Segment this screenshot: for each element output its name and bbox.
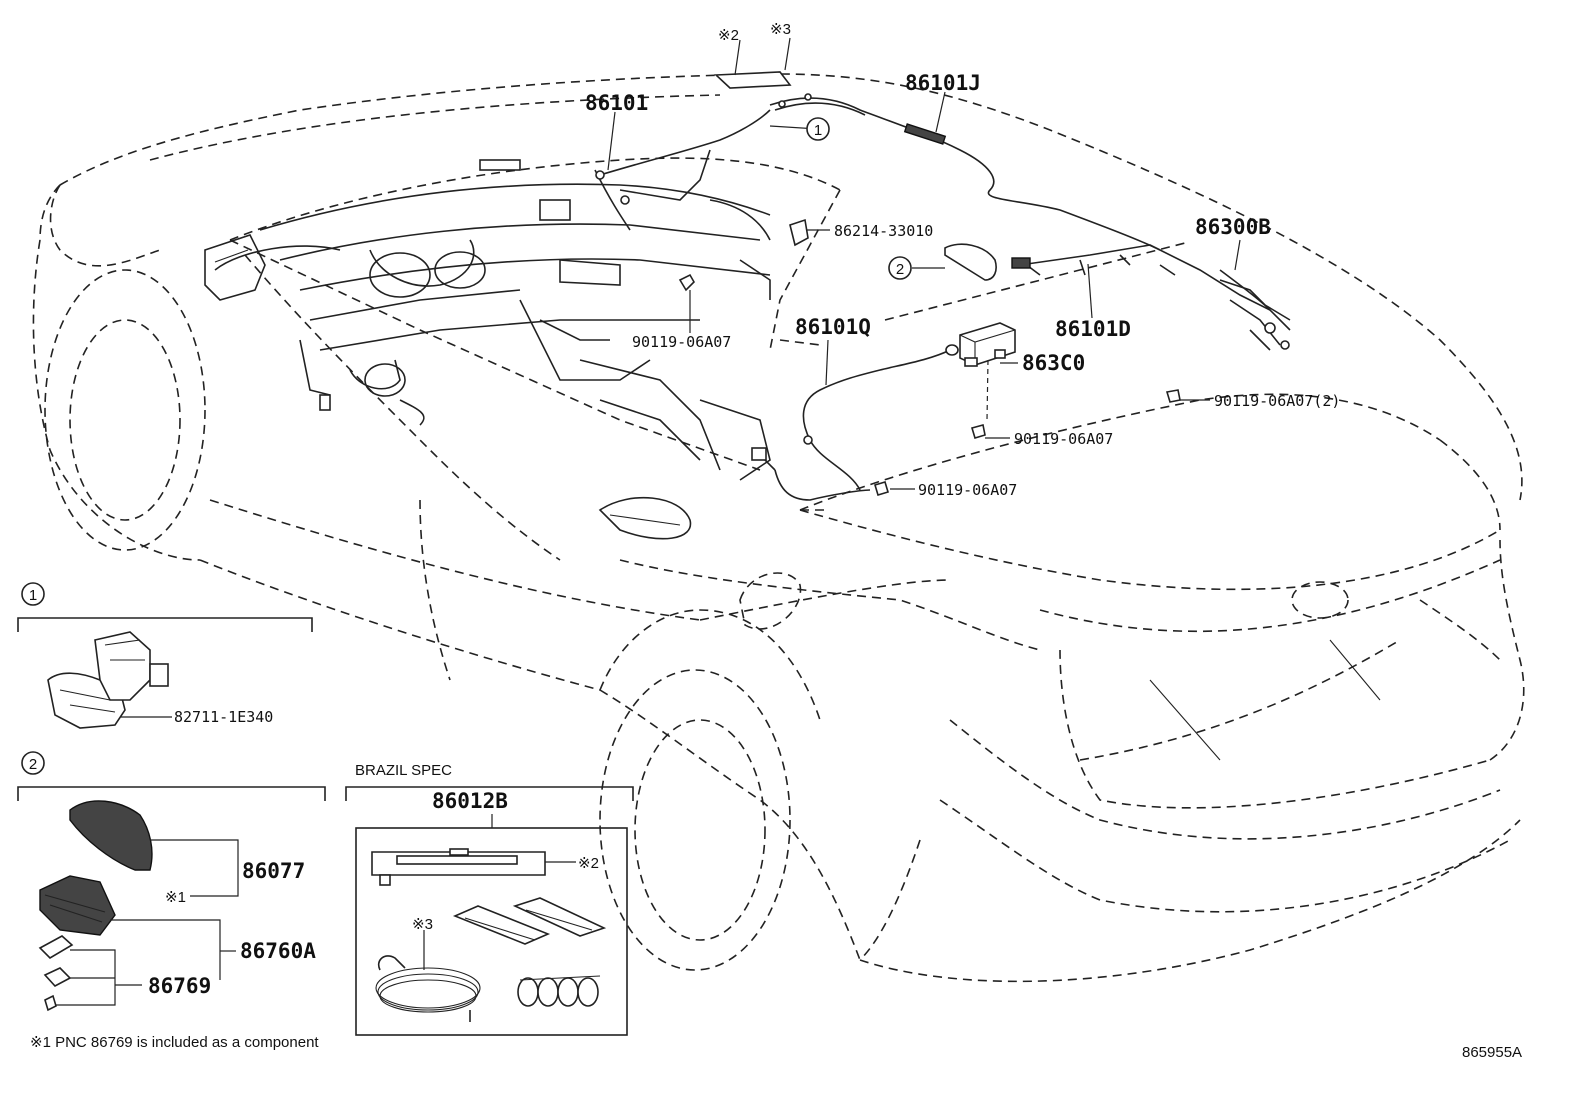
ref-mark-3-top: ※3 [770,21,791,38]
bolt-icon [678,273,1181,496]
brazil-spec-inset: BRAZIL SPEC 86012B ※2 ※3 [345,762,634,1036]
label-86101q: 86101Q [795,315,871,339]
car-body-outline [32,73,1525,983]
clip-86214 [789,218,809,247]
label-bolt-amplifier: 90119-06A07 [1014,430,1113,448]
label-86101j: 86101J [905,71,981,95]
svg-text:1: 1 [814,122,822,139]
gasket-86769 [38,935,74,960]
label-bolt-dash: 90119-06A07 [632,333,731,351]
label-82711-1e340: 82711-1E340 [174,708,273,726]
svg-text:2: 2 [29,756,37,773]
label-bolt-harness: 90119-06A07 [918,481,1017,499]
callout-1: 1 [806,117,830,141]
ref-mark-2-inset: ※2 [578,855,599,872]
amplifier-863c0 [959,322,1016,367]
label-86300b: 86300B [1195,215,1271,239]
label-86077: 86077 [242,859,305,883]
inset-1: 1 82711-1E340 [17,582,313,729]
callout-2: 2 [888,256,912,280]
ref-mark-3-inset: ※3 [412,916,433,933]
antenna-cover-86077 [69,800,153,871]
label-86760a: 86760A [240,939,316,963]
label-86012b: 86012B [432,789,508,813]
label-86101d: 86101D [1055,317,1131,341]
label-bolt-rear: 90119-06A07(2) [1214,392,1340,410]
label-86214-33010: 86214-33010 [834,222,933,240]
label-86101: 86101 [585,91,648,115]
main-view-parts [678,71,1181,496]
cable-clips [517,975,601,1007]
svg-text:2: 2 [896,261,904,278]
dashboard-interior [259,159,771,481]
wire-harnesses [594,93,1291,501]
clamp-82711 [47,631,169,729]
cable-coil [375,955,481,1022]
ref-mark-1: ※1 [165,889,186,906]
label-86769: 86769 [148,974,211,998]
leader-lines [607,37,1241,511]
figure-id: 865955A [1462,1044,1522,1061]
inset-2: 2 ※1 86077 86760A 86769 [17,751,326,1012]
label-863c0: 863C0 [1022,351,1085,375]
footnote: ※1 PNC 86769 is included as a component [30,1034,319,1051]
ref-mark-2-top: ※2 [718,27,739,44]
roof-antenna-fin [944,243,997,281]
svg-text:1: 1 [29,587,37,604]
brazil-spec-title: BRAZIL SPEC [355,762,452,779]
